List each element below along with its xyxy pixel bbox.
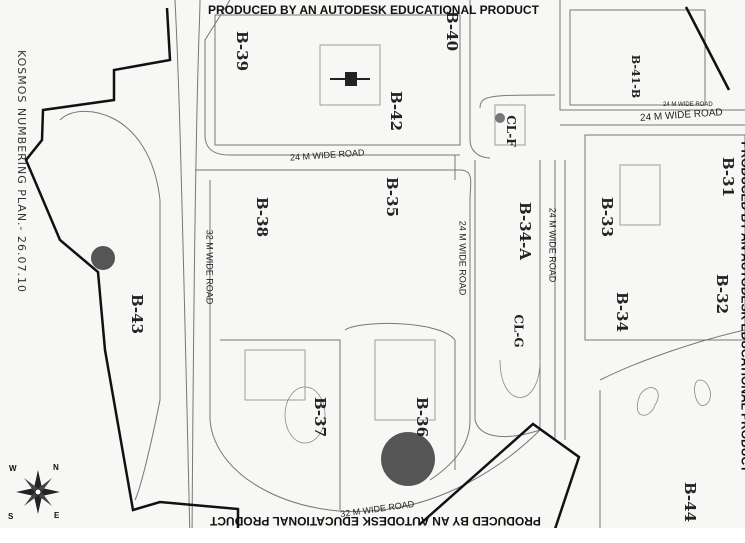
block-b36[interactable]: B-36 <box>413 396 432 438</box>
block-b31[interactable]: B-31 <box>719 156 738 198</box>
watermark-bottom: PRODUCED BY AN AUTODESK EDUCATIONAL PROD… <box>210 514 541 528</box>
block-b32[interactable]: B-32 <box>713 273 732 315</box>
block-b38[interactable]: B-38 <box>253 196 272 238</box>
watermark-right: PRODUCED BY AN AUTODESK EDUCATIONAL PROD… <box>738 141 745 473</box>
road-label-24m-top-right-small: 24 M WIDE ROAD <box>663 102 713 108</box>
location-marker-b36[interactable] <box>381 432 435 486</box>
compass-rose-icon <box>16 470 60 514</box>
block-clf[interactable]: CL-F <box>503 115 518 147</box>
block-b39[interactable]: B-39 <box>233 30 252 72</box>
block-b44[interactable]: B-44 <box>681 481 700 523</box>
block-b43[interactable]: B-43 <box>128 293 147 335</box>
block-b37[interactable]: B-37 <box>311 396 330 438</box>
bottom-margin <box>0 528 745 543</box>
block-b35[interactable]: B-35 <box>383 176 402 218</box>
block-b34[interactable]: B-34 <box>613 291 632 333</box>
plan-title: KOSMOS NUMBERING PLAN.- 26.07.10 <box>15 50 28 293</box>
compass-s: S <box>8 512 14 521</box>
block-b40[interactable]: B-40 <box>443 10 462 52</box>
site-boundary-left <box>24 7 240 543</box>
block-clg[interactable]: CL-G <box>511 314 526 348</box>
block-b41b[interactable]: B-41-B <box>629 54 643 99</box>
location-marker-b43[interactable] <box>91 246 115 270</box>
building-outlines <box>244 44 711 444</box>
watermark-top: PRODUCED BY AN AUTODESK EDUCATIONAL PROD… <box>208 3 539 17</box>
road-outlines <box>59 0 745 543</box>
block-b34a[interactable]: B-34-A <box>515 202 534 260</box>
block-b33[interactable]: B-33 <box>598 196 617 238</box>
site-boundary-top-right <box>684 6 731 91</box>
road-label-24m-vertical-right: 24 M WIDE ROAD <box>547 207 558 283</box>
block-b42[interactable]: B-42 <box>387 90 406 132</box>
site-boundary-bottom <box>418 422 581 530</box>
location-marker-clf <box>495 113 505 123</box>
compass-n: N <box>53 463 59 472</box>
compass-w: W <box>9 464 17 473</box>
road-label-32m-vertical: 32 M WIDE ROAD <box>204 229 215 305</box>
road-label-24m-vertical-left: 24 M WIDE ROAD <box>457 220 468 296</box>
compass-e: E <box>54 511 60 520</box>
